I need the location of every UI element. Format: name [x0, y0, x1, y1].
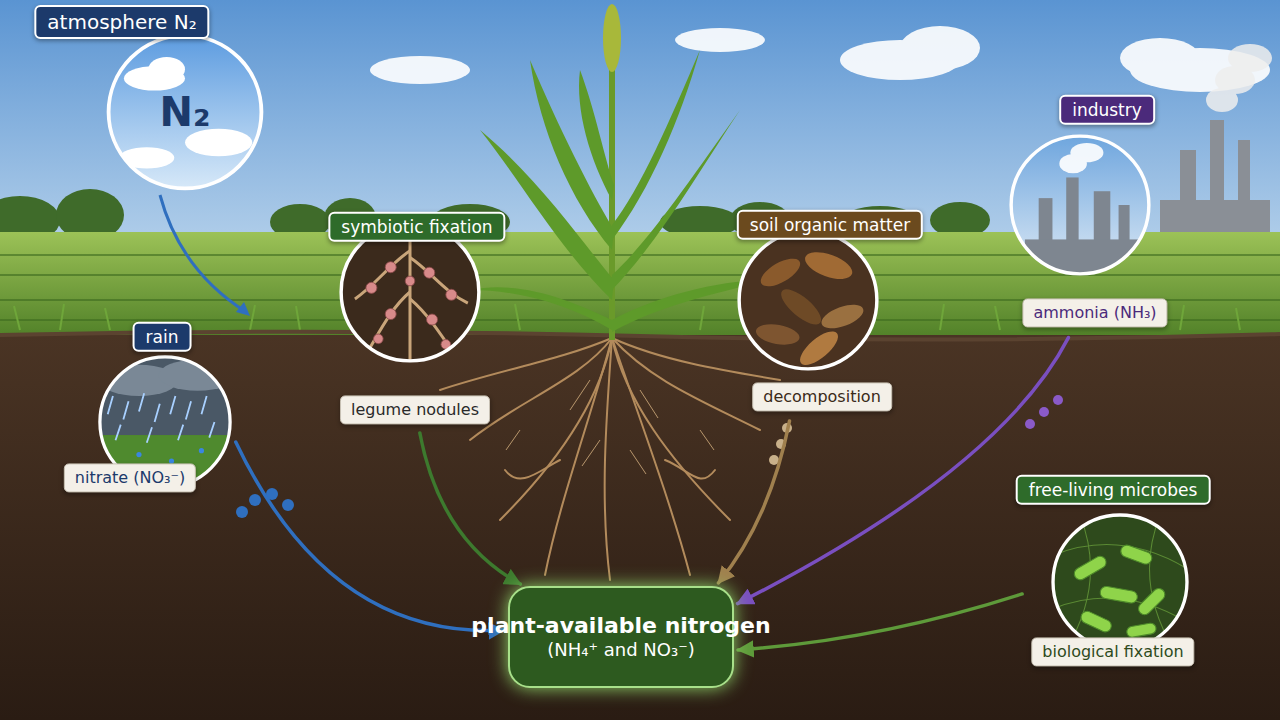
result-box: plant-available nitrogen(NH₄⁺ and NO₃⁻) — [508, 586, 734, 688]
circle-illustration — [1007, 132, 1153, 278]
source-circle: symbiotic fixation legume nodules — [330, 208, 505, 430]
source-sublabel: legume nodules — [340, 395, 490, 424]
result-formula: (NH₄⁺ and NO₃⁻) — [547, 638, 694, 661]
source-circle: atmosphere N₂ N₂ — [30, 5, 270, 195]
source-sublabel: decomposition — [752, 382, 892, 411]
flow-arrow — [718, 421, 789, 583]
source-sublabel: biological fixation — [1031, 637, 1194, 666]
source-circle: soil organic matter decomposition — [725, 206, 935, 418]
circle-symbol: N₂ — [160, 92, 211, 132]
circle-illustration — [1049, 511, 1191, 653]
flow-arrow — [420, 433, 521, 584]
source-sublabel: nitrate (NO₃⁻) — [64, 463, 196, 492]
source-circle: free-living microbesbiological fixation — [1025, 470, 1205, 675]
flow-arrow — [738, 594, 1022, 650]
source-heading: symbiotic fixation — [328, 212, 505, 242]
source-circle: industry ammonia (NH₃) — [1005, 90, 1185, 335]
source-heading: industry — [1059, 95, 1155, 125]
source-sublabel: ammonia (NH₃) — [1022, 298, 1167, 327]
source-heading: rain — [133, 322, 192, 352]
source-heading: soil organic matter — [737, 210, 923, 240]
source-heading: free-living microbes — [1016, 475, 1211, 505]
flow-arrow — [236, 442, 504, 631]
source-heading: atmosphere N₂ — [34, 5, 209, 39]
result-title: plant-available nitrogen — [471, 613, 770, 638]
flow-arrow — [738, 338, 1069, 604]
source-circle: rain nitrate (NO₃⁻) — [55, 320, 240, 498]
circle-illustration — [735, 227, 881, 373]
